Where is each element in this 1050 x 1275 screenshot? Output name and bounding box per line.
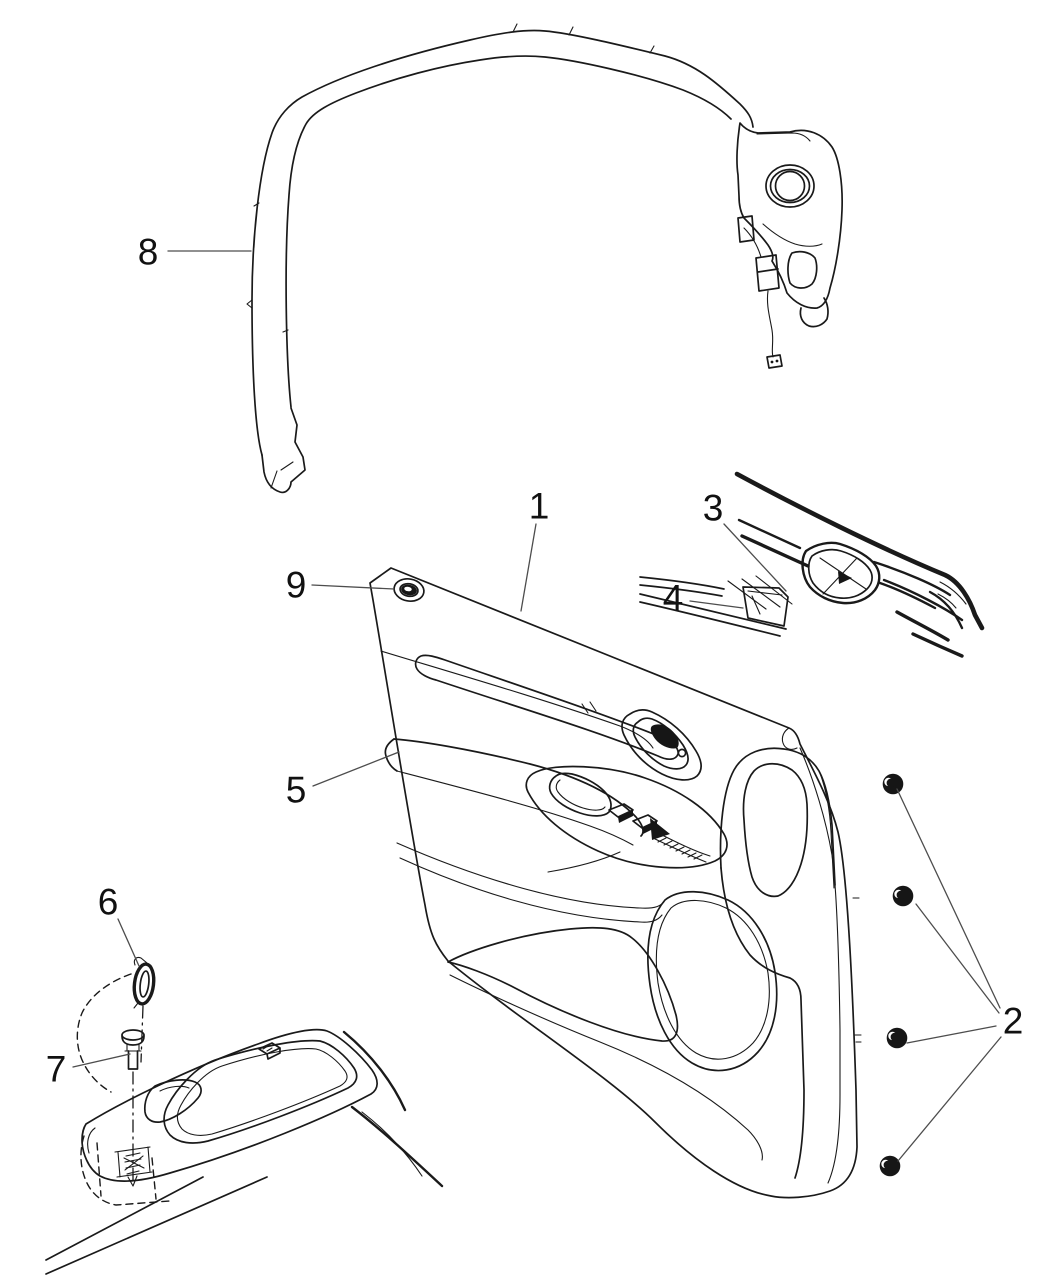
door-panel-outline <box>369 567 858 1199</box>
push-pin-icon <box>886 1027 908 1049</box>
push-pin-icon <box>879 1155 901 1177</box>
frame-outer-edge <box>251 29 754 456</box>
door-handle-lever <box>650 724 679 749</box>
push-pin-retainers <box>879 773 914 1177</box>
corner-trim-wedge <box>742 586 789 627</box>
callout-8: 8 <box>137 231 159 273</box>
grommet-icon <box>132 956 156 1009</box>
push-pin-icon <box>892 885 914 907</box>
leader-2d <box>897 1036 1002 1162</box>
push-pin-icon <box>882 773 904 795</box>
door-tweeter-grille <box>393 578 425 602</box>
callout-2: 2 <box>1002 1000 1024 1042</box>
frame-inner-edge <box>285 55 732 408</box>
grab-handle-arch <box>719 747 836 886</box>
leader-6 <box>117 918 140 967</box>
callout-3: 3 <box>702 487 724 529</box>
door-pull-cup <box>548 772 612 817</box>
mirror-sail-outline <box>736 122 844 309</box>
callout-9: 9 <box>285 564 307 606</box>
grab-handle-opening <box>742 762 809 898</box>
leader-9 <box>311 584 395 590</box>
console-outline <box>81 1028 378 1182</box>
leader-7 <box>72 1053 131 1068</box>
window-switch-bezel <box>525 765 728 869</box>
tweeter-speaker-ring <box>765 164 815 208</box>
leader-5 <box>312 751 400 787</box>
leader-2a <box>896 788 1001 1009</box>
armrest-pad <box>393 738 644 837</box>
inside-handle-bezel <box>621 708 702 781</box>
callout-7: 7 <box>45 1048 67 1090</box>
armrest-left-cap <box>384 738 398 772</box>
map-pocket-opening <box>447 926 679 1042</box>
tweeter-speaker-grille <box>774 170 806 202</box>
leader-3 <box>723 523 787 592</box>
screw-icon <box>121 1029 145 1187</box>
leader-1 <box>520 523 537 612</box>
frame-foot <box>261 407 306 494</box>
leader-4 <box>689 600 744 609</box>
direction-arrow-icon <box>838 571 852 584</box>
callout-4: 4 <box>662 577 684 619</box>
upper-trim-strip <box>414 654 679 760</box>
mirror-area-inset-drawing <box>639 471 985 658</box>
callout-6: 6 <box>97 881 119 923</box>
leader-2c <box>906 1025 997 1044</box>
callout-leader-lines <box>72 250 1002 1162</box>
console-inset-drawing <box>45 956 444 1275</box>
mirror-trim-ring <box>801 541 881 605</box>
callout-5: 5 <box>285 769 307 811</box>
switch-arrow-icon <box>650 818 670 840</box>
window-frame-molding-drawing <box>246 23 844 494</box>
callout-1: 1 <box>528 485 550 527</box>
leader-2b <box>915 903 1000 1014</box>
door-speaker-grille <box>646 890 778 1072</box>
door-trim-panel-drawing <box>369 567 862 1199</box>
